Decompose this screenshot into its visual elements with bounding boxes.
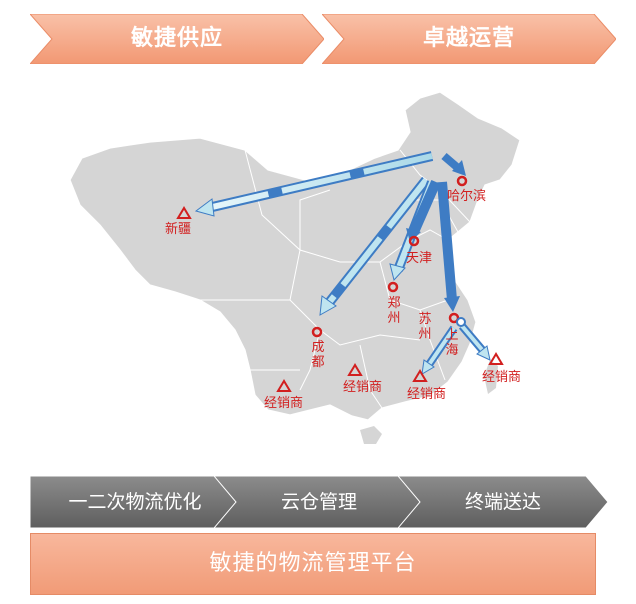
banner-label: 敏捷供应	[130, 26, 223, 51]
step-chevron-shape	[214, 476, 424, 528]
route-arrow-dealer-e	[458, 323, 491, 361]
banner-operation-excellence: 卓越运营	[322, 14, 616, 64]
route-arrow-dealer-fj	[421, 325, 458, 375]
step-label: 一二次物流优化	[68, 491, 202, 513]
city-label-dealer-yn: 经销商	[264, 396, 304, 411]
banner-chevron-shape	[30, 14, 324, 64]
step-chevron-shape	[398, 476, 608, 528]
zhengzhou-marker-icon	[387, 281, 399, 293]
dealer-fj-triangle-icon	[412, 369, 428, 382]
route-arrow-shanghai	[437, 181, 460, 312]
route-arrow-xinjiang	[194, 151, 434, 217]
step-cloud-warehouse: 云仓管理	[214, 476, 424, 528]
city-label-shanghai: 上海	[445, 328, 459, 358]
route-arrow-harbin	[441, 152, 466, 176]
city-label-dealer-gz: 经销商	[343, 380, 383, 395]
step-label: 云仓管理	[280, 491, 357, 513]
platform-bar: 敏捷的物流管理平台	[30, 533, 596, 595]
shanghai-hub-icon	[456, 317, 466, 327]
banner-agile-supply: 敏捷供应	[30, 14, 324, 64]
city-label-tianjin: 天津	[406, 251, 433, 266]
hainan-island	[360, 426, 382, 444]
city-label-dealer-e: 经销商	[482, 370, 522, 385]
city-label-suzhou: 苏州	[418, 312, 432, 342]
city-label-dealer-fj: 经销商	[407, 387, 447, 402]
city-label-harbin: 哈尔滨	[447, 189, 487, 204]
chengdu-marker-icon	[311, 326, 323, 338]
china-map	[69, 91, 521, 444]
city-label-chengdu: 成都	[311, 340, 325, 370]
banner-label: 卓越运营	[422, 26, 515, 51]
taiwan-island	[484, 360, 498, 394]
city-label-xinjiang: 新疆	[165, 222, 192, 237]
step-label: 终端送达	[464, 491, 541, 513]
step-terminal-delivery: 终端送达	[398, 476, 608, 528]
step-logistics-optimization: 一二次物流优化	[30, 476, 240, 528]
dealer-gz-triangle-icon	[347, 363, 363, 376]
xinjiang-triangle-icon	[176, 206, 192, 219]
city-markers	[176, 175, 504, 392]
route-arrow-chengdu	[319, 176, 430, 316]
banner-chevron-shape	[322, 14, 616, 64]
tianjin-marker-icon	[408, 235, 420, 247]
city-label-zhengzhou: 郑州	[387, 296, 401, 326]
dealer-yn-triangle-icon	[276, 379, 292, 392]
harbin-marker-icon	[456, 175, 468, 187]
dealer-e-triangle-icon	[488, 352, 504, 365]
